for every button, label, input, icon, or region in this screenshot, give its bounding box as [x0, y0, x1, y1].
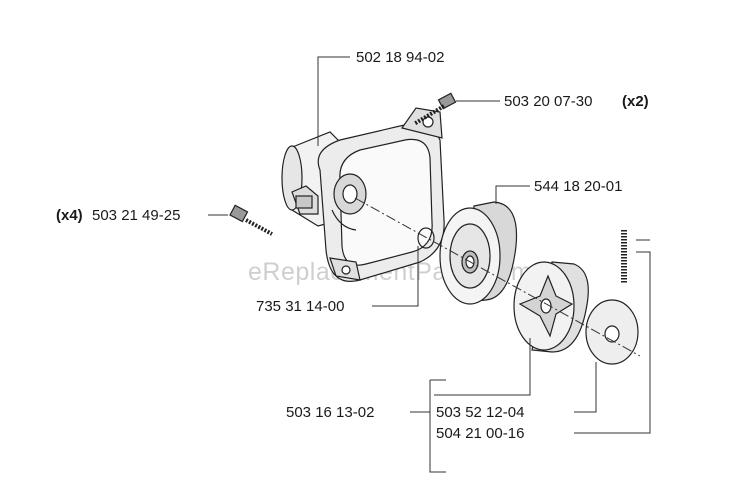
ring-part	[417, 227, 435, 249]
clutch-drum-part	[439, 201, 518, 305]
label-gearbox-housing: 502 18 94-02	[356, 49, 444, 66]
label-clutch-shoes: 503 52 12-04	[436, 404, 524, 421]
washer-part	[585, 299, 639, 365]
screw-left-part	[229, 204, 273, 236]
clutch-shoes-part	[513, 261, 589, 353]
gearbox-housing-part	[281, 107, 445, 282]
label-clutch-drum: 544 18 20-01	[534, 178, 622, 195]
label-screw-left-qty: (x4)	[56, 207, 83, 224]
leader-lines	[208, 56, 651, 473]
label-screw-top-qty: (x2)	[622, 93, 649, 110]
label-ring: 735 31 14-00	[256, 298, 344, 315]
label-washer: 504 21 00-16	[436, 425, 524, 442]
shaft-axis-line	[354, 197, 641, 357]
label-spring-group: 503 16 13-02	[286, 404, 374, 421]
label-screw-top: 503 20 07-30	[504, 93, 592, 110]
screw-top-part	[412, 92, 457, 126]
label-screw-left: 503 21 49-25	[92, 207, 180, 224]
